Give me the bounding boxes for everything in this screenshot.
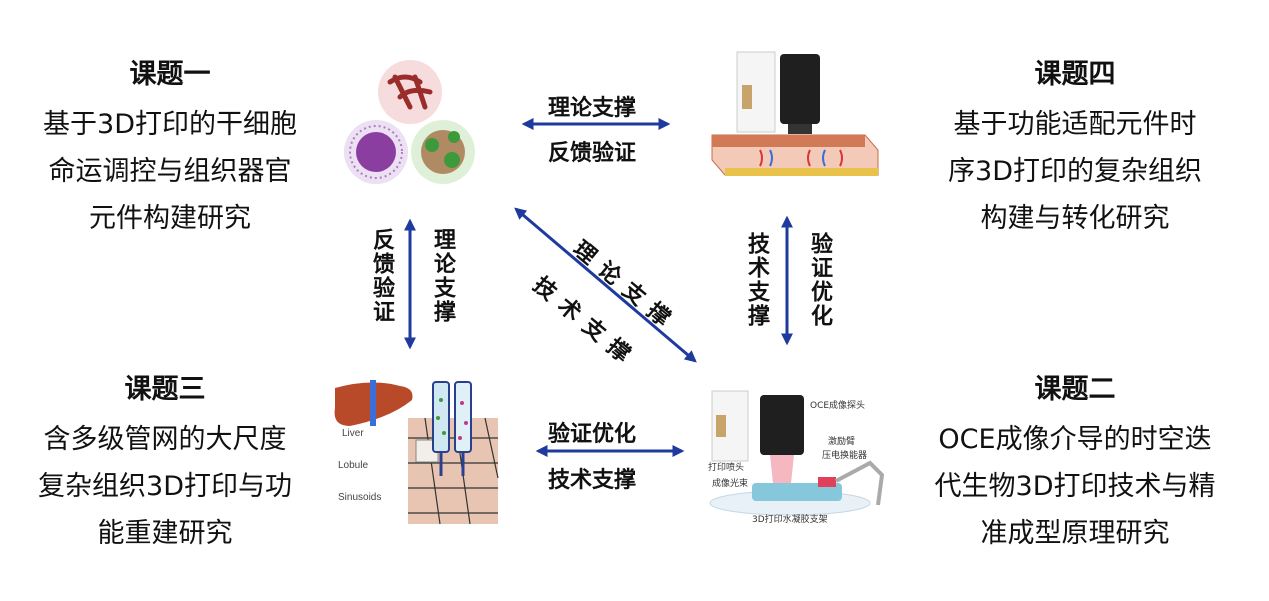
lobule-label: Lobule <box>338 460 369 471</box>
probe-lens <box>788 124 812 134</box>
excitation-arm-icon <box>835 460 885 506</box>
topic2-line: 代生物3D打印技术与精 <box>934 471 1216 502</box>
topic4-line: 构建与转化研究 <box>980 203 1170 234</box>
topic4-block: 课题四 基于功能适配元件时 序3D打印的复杂组织 构建与转化研究 <box>920 55 1230 242</box>
right-link-inner: 技术支撑 <box>744 232 769 328</box>
spike-ring <box>349 125 403 179</box>
organoid-bud <box>444 152 460 168</box>
topic4-line: 基于功能适配元件时 <box>953 109 1197 140</box>
cell-dot <box>436 416 440 420</box>
organoid-bud <box>448 131 460 143</box>
topic1-line: 命运调控与组织器官 <box>48 156 292 187</box>
topic2-block: 课题二 OCE成像介导的时空迭 代生物3D打印技术与精 准成型原理研究 <box>910 370 1240 557</box>
blood-vessel-icon <box>759 149 843 167</box>
organoid-bud <box>425 138 439 152</box>
bottom-link-below: 技术支撑 <box>548 468 637 493</box>
top-link-above: 理论支撑 <box>548 96 637 121</box>
syringe-icon <box>454 381 472 453</box>
spiky-cell-icon <box>356 132 396 172</box>
right-link-outer: 验证优化 <box>807 232 832 328</box>
liver-graphic <box>334 380 499 525</box>
cell-dot <box>464 421 468 425</box>
liver-label: Liver <box>342 428 364 439</box>
topic3-liver-figure: Liver Lobule Sinusoids <box>330 378 500 528</box>
topic2-oce-figure: OCE成像探头 激励臂 压电换能器 打印喷头 成像光束 3D打印水凝胶支架 <box>700 385 900 525</box>
oce-probe-icon <box>760 395 804 455</box>
topic4-title: 课题四 <box>1034 59 1116 90</box>
sinusoids-label: Sinusoids <box>338 492 382 503</box>
needle-icon <box>439 452 465 476</box>
bottom-link-above: 验证优化 <box>548 422 637 447</box>
cell-dot <box>439 398 443 402</box>
topic2-line: OCE成像介导的时空迭 <box>938 424 1212 455</box>
branch-organoid-icon <box>387 74 433 110</box>
oce-probe-icon <box>780 54 820 124</box>
topic4-skin-printer-figure <box>711 51 879 176</box>
piezo-label: 压电换能器 <box>822 451 868 461</box>
cell-dot <box>460 401 464 405</box>
excitation-arm-label: 激励臂 <box>828 437 856 447</box>
top-link-below: 反馈验证 <box>548 141 637 166</box>
blood-vessel-icon <box>769 149 826 167</box>
hydrogel-label: 3D打印水凝胶支架 <box>752 515 828 525</box>
oce-probe-label: OCE成像探头 <box>810 401 866 411</box>
imaging-beam-label: 成像光束 <box>712 479 749 489</box>
hydrogel-scaffold-icon <box>752 483 842 501</box>
topic2-title: 课题二 <box>1034 374 1116 405</box>
topic1-block: 课题一 基于3D打印的干细胞 命运调控与组织器官 元件构建研究 <box>20 55 320 242</box>
topic3-line: 复杂组织3D打印与功 <box>38 471 292 502</box>
print-head-window <box>716 415 726 437</box>
lobule-grid-icon <box>408 418 498 524</box>
topic3-line: 含多级管网的大尺度 <box>43 424 287 455</box>
print-head-label: 打印喷头 <box>708 463 745 473</box>
syringe-icon <box>432 381 450 453</box>
topic1-organoid-figure <box>344 60 475 184</box>
topic4-line: 序3D打印的复杂组织 <box>948 156 1202 187</box>
liver-vessel <box>370 380 376 426</box>
left-link-inner: 理论支撑 <box>430 228 455 324</box>
skin-fat-layer <box>725 168 878 176</box>
cell-dot <box>442 431 446 435</box>
topic1-line: 基于3D打印的干细胞 <box>43 109 297 140</box>
left-link-outer: 反馈验证 <box>369 228 394 324</box>
oce-graphic <box>709 390 885 516</box>
arrow-diagonal <box>514 207 697 363</box>
topic3-title: 课题三 <box>124 374 206 405</box>
topic3-line: 能重建研究 <box>97 518 233 549</box>
print-head-window <box>742 85 752 109</box>
piezo-transducer-icon <box>818 477 836 487</box>
cell-dot <box>458 436 462 440</box>
topic1-line: 元件构建研究 <box>89 203 251 234</box>
topic3-block: 课题三 含多级管网的大尺度 复杂组织3D打印与功 能重建研究 <box>15 370 315 557</box>
topic2-line: 准成型原理研究 <box>980 518 1170 549</box>
topic1-title: 课题一 <box>129 59 211 90</box>
skin-epidermis <box>712 135 865 147</box>
